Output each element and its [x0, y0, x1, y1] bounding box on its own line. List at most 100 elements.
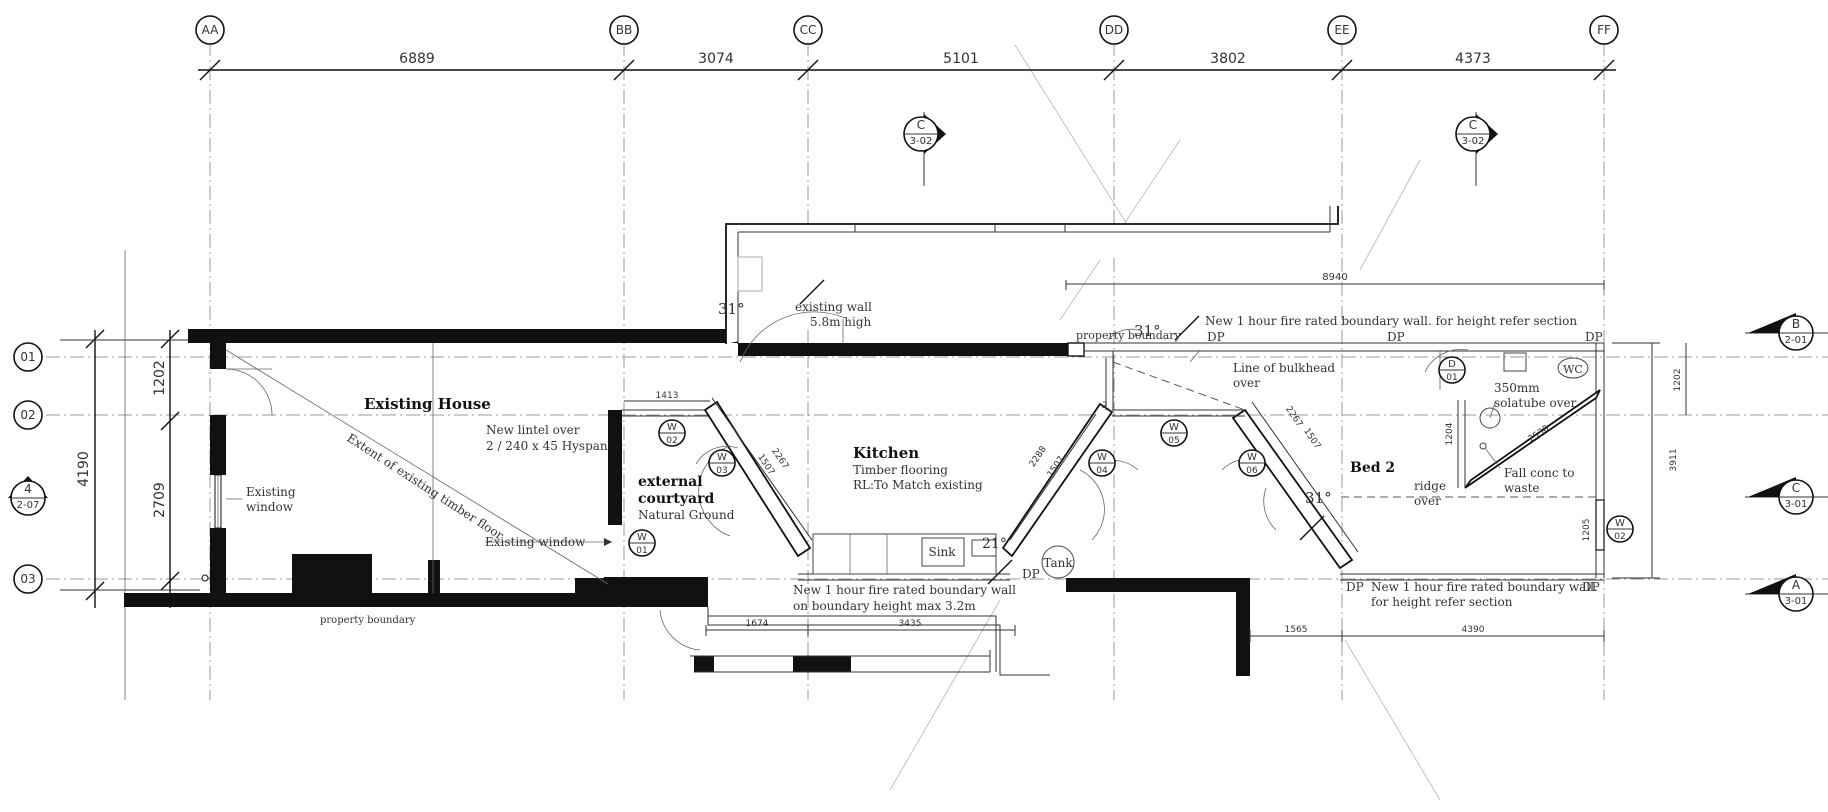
svg-text:2-01: 2-01: [1785, 335, 1808, 346]
label-timber-floor-extent: Extent of existing timber floor: [344, 431, 506, 543]
svg-text:D: D: [1448, 359, 1456, 370]
label-existing-window: Existing window: [485, 535, 586, 549]
label-fire-wall-right: New 1 hour fire rated boundary wall.: [1371, 580, 1598, 594]
label-angle-kitchen: 21°: [982, 536, 1007, 552]
svg-text:1674: 1674: [746, 619, 769, 629]
svg-text:3911: 3911: [1669, 449, 1679, 472]
svg-text:01: 01: [636, 546, 647, 556]
svg-text:courtyard: courtyard: [638, 491, 714, 507]
label-kitchen: Kitchen: [853, 444, 919, 462]
grid-bubble-01: 01: [13, 342, 43, 372]
cooktop: [971, 539, 997, 557]
svg-text:over: over: [1233, 376, 1260, 390]
svg-text:RL:To Match existing: RL:To Match existing: [853, 478, 983, 492]
label-fire-wall-bottom: New 1 hour fire rated boundary wall: [793, 583, 1016, 597]
svg-text:2288: 2288: [1028, 444, 1049, 469]
window-tag-w01: W 01: [628, 529, 656, 557]
svg-text:EE: EE: [1334, 23, 1349, 37]
sink: [921, 537, 965, 567]
label-angle-top-right: 31°: [1134, 322, 1161, 340]
window-tag-w02-right: W 02: [1606, 515, 1634, 543]
solatube: [1479, 407, 1501, 429]
window-tag-w05: W 05: [1160, 419, 1188, 447]
kitchen-bench: Sink Tank: [812, 533, 1075, 579]
svg-text:B: B: [1792, 317, 1800, 331]
svg-text:3-01: 3-01: [1785, 596, 1808, 607]
section-marker-c-right: C 3-01: [1745, 477, 1828, 515]
svg-text:solatube over: solatube over: [1494, 396, 1577, 410]
label-bed2: Bed 2: [1350, 460, 1395, 476]
svg-text:1202: 1202: [152, 360, 168, 396]
grid-bubble-bb: BB: [609, 15, 639, 45]
svg-text:C: C: [1792, 481, 1800, 495]
dim-dd-ee: 3802: [1210, 51, 1246, 67]
svg-text:waste: waste: [1504, 481, 1540, 495]
dim-ee-ff: 4373: [1455, 51, 1491, 67]
svg-text:W: W: [1169, 422, 1179, 433]
svg-text:4190: 4190: [76, 451, 92, 487]
dashed-lines: [1112, 361, 1596, 498]
svg-text:01: 01: [20, 350, 35, 364]
svg-text:02: 02: [1614, 532, 1625, 542]
svg-text:AA: AA: [202, 23, 220, 37]
label-property-boundary-top: property boundary: [1076, 329, 1182, 342]
label-courtyard: external: [638, 474, 703, 490]
svg-text:WC: WC: [1563, 363, 1583, 376]
svg-text:2-07: 2-07: [17, 500, 40, 511]
label-dp-top-right: DP: [1585, 330, 1603, 344]
svg-text:1204: 1204: [1445, 422, 1455, 445]
section-marker-4-left: 4 2-07: [8, 476, 48, 516]
bay-outline: [690, 607, 1050, 676]
svg-text:02: 02: [666, 436, 677, 446]
svg-text:W: W: [667, 422, 677, 433]
svg-text:DD: DD: [1105, 23, 1123, 37]
dim-bb-cc: 3074: [698, 51, 734, 67]
svg-text:03: 03: [716, 466, 727, 476]
grid-bubble-03: 03: [13, 564, 43, 594]
svg-text:4390: 4390: [1462, 625, 1485, 635]
svg-text:Tank: Tank: [1043, 556, 1073, 570]
label-small-2: 2: [1102, 401, 1108, 411]
grid-bubbles: AA BB CC DD EE FF 01 02: [13, 15, 1619, 594]
tank: [1041, 545, 1075, 579]
grid-bubble-cc: CC: [793, 15, 823, 45]
svg-text:5.8m high: 5.8m high: [810, 315, 872, 329]
svg-text:C: C: [917, 118, 925, 132]
existing-house-walls: [124, 329, 1250, 676]
existing-north-wall: [725, 206, 1339, 357]
svg-text:for height refer section: for height refer section: [1371, 595, 1513, 609]
svg-text:3435: 3435: [899, 619, 922, 629]
svg-text:Sink: Sink: [928, 545, 956, 559]
label-dp-kitchen: DP: [1022, 567, 1040, 581]
svg-text:W: W: [637, 532, 647, 543]
svg-text:02: 02: [20, 408, 35, 422]
svg-text:2267: 2267: [1283, 405, 1304, 430]
label-dp-bed-left: DP: [1346, 580, 1364, 594]
svg-text:FF: FF: [1597, 23, 1611, 37]
label-fall: Fall conc to: [1504, 466, 1574, 480]
label-new-lintel: New lintel over: [486, 423, 580, 437]
grid-bubble-dd: DD: [1099, 15, 1129, 45]
svg-text:Natural Ground: Natural Ground: [638, 508, 735, 522]
svg-text:W: W: [717, 452, 727, 463]
svg-text:04: 04: [1096, 466, 1108, 476]
svg-text:A: A: [1792, 578, 1801, 592]
window-tag-w02-left: W 02: [658, 419, 686, 447]
label-angle-bed: 31°: [1305, 489, 1332, 507]
svg-text:over: over: [1414, 494, 1441, 508]
label-fire-wall-top: New 1 hour fire rated boundary wall. for…: [1205, 314, 1577, 328]
svg-text:1413: 1413: [656, 391, 679, 401]
left-dimensions: 4190 1202 2709: [60, 250, 200, 700]
svg-text:03: 03: [20, 572, 35, 586]
svg-text:BB: BB: [616, 23, 632, 37]
label-angle-top-left: 31°: [718, 300, 745, 318]
grid-bubble-02: 02: [13, 400, 43, 430]
label-bulkhead: Line of bulkhead: [1233, 361, 1335, 375]
door-tag-d01: D 01: [1438, 356, 1466, 384]
grid-bubble-aa: AA: [195, 15, 225, 45]
svg-text:01: 01: [1446, 373, 1457, 383]
svg-text:CC: CC: [800, 23, 817, 37]
basin: [1503, 352, 1527, 372]
window-tag-w04: W 04: [1088, 449, 1116, 477]
svg-text:3-02: 3-02: [1462, 136, 1485, 147]
